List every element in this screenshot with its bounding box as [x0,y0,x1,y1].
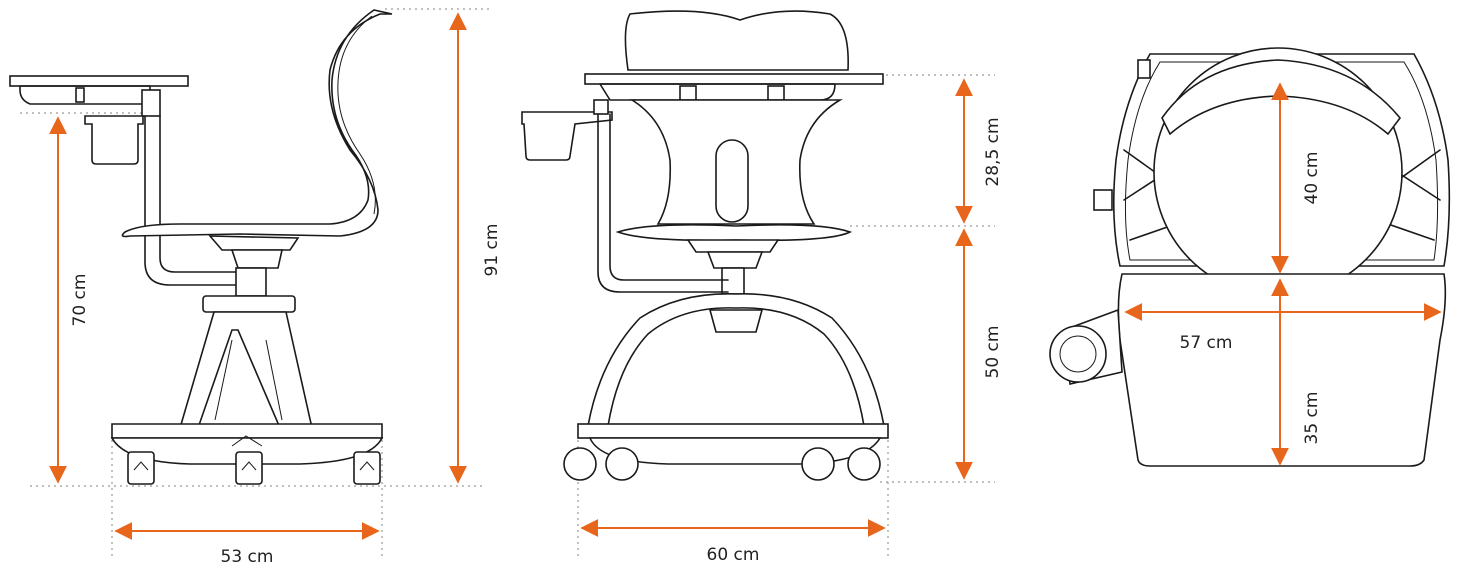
front-view: 28,5 cm 50 cm 60 cm [521,10,1003,565]
gas-lift [235,267,267,297]
arm-support-inner [159,115,239,273]
leg-details [214,339,283,421]
caster-wheels [563,447,881,481]
tablet-hinge [75,87,85,103]
base-tray [110,437,384,465]
base-frame-inner [1124,61,1439,261]
writing-tablet [9,75,189,87]
label-width: 60 cm [707,545,760,565]
tablet-clip-top [1137,59,1151,79]
backrest-handle-slot [715,139,749,223]
cup-holder [84,115,144,165]
backrest-top [1161,59,1402,136]
cup-holder-top [1049,325,1107,383]
seat-pan [615,224,853,242]
top-view: 40 cm 57 cm 35 cm [1049,47,1451,467]
base-hub [708,309,764,333]
base-platform [111,423,383,439]
base-hub [202,295,296,313]
shell-edge [337,15,376,215]
base-legs [178,311,313,429]
tablet-bracket [599,83,836,101]
arm-support-inner [609,113,729,281]
label-total-height: 91 cm [482,224,502,277]
seat-shell [121,9,393,238]
label-tablet-depth: 35 cm [1302,392,1322,445]
label-seat-height: 50 cm [983,326,1003,379]
arm-support [597,113,729,293]
cup-holder [521,111,613,161]
frame-struts [1123,149,1441,241]
tablet-bracket [19,85,151,105]
tablet-clip [767,85,785,101]
cup-holder-inner [1059,335,1097,373]
seat-mechanism [686,239,780,253]
arm-support [144,115,239,286]
label-tablet-height: 70 cm [70,274,90,327]
label-back-depth: 40 cm [1302,152,1322,205]
writing-tablet [584,73,884,85]
seat-mechanism-lower [230,249,283,269]
caster-wheels [127,451,381,485]
seat-mechanism-lower [706,251,764,269]
label-back-height: 28,5 cm [983,117,1003,186]
label-depth: 53 cm [221,547,274,567]
arm-joint [593,99,609,115]
arm-post [141,89,161,117]
base-platform [577,423,889,439]
gas-lift [721,267,745,295]
base-arrow-detail [231,435,263,447]
backrest-top [624,10,849,71]
label-tablet-width: 57 cm [1180,333,1233,353]
height-adjust-knob [1093,189,1113,211]
side-view: 91 cm 70 cm 53 cm [9,8,502,567]
tablet-clip [679,85,697,101]
seat-mechanism [208,235,300,251]
writing-tablet-top [1117,273,1447,467]
